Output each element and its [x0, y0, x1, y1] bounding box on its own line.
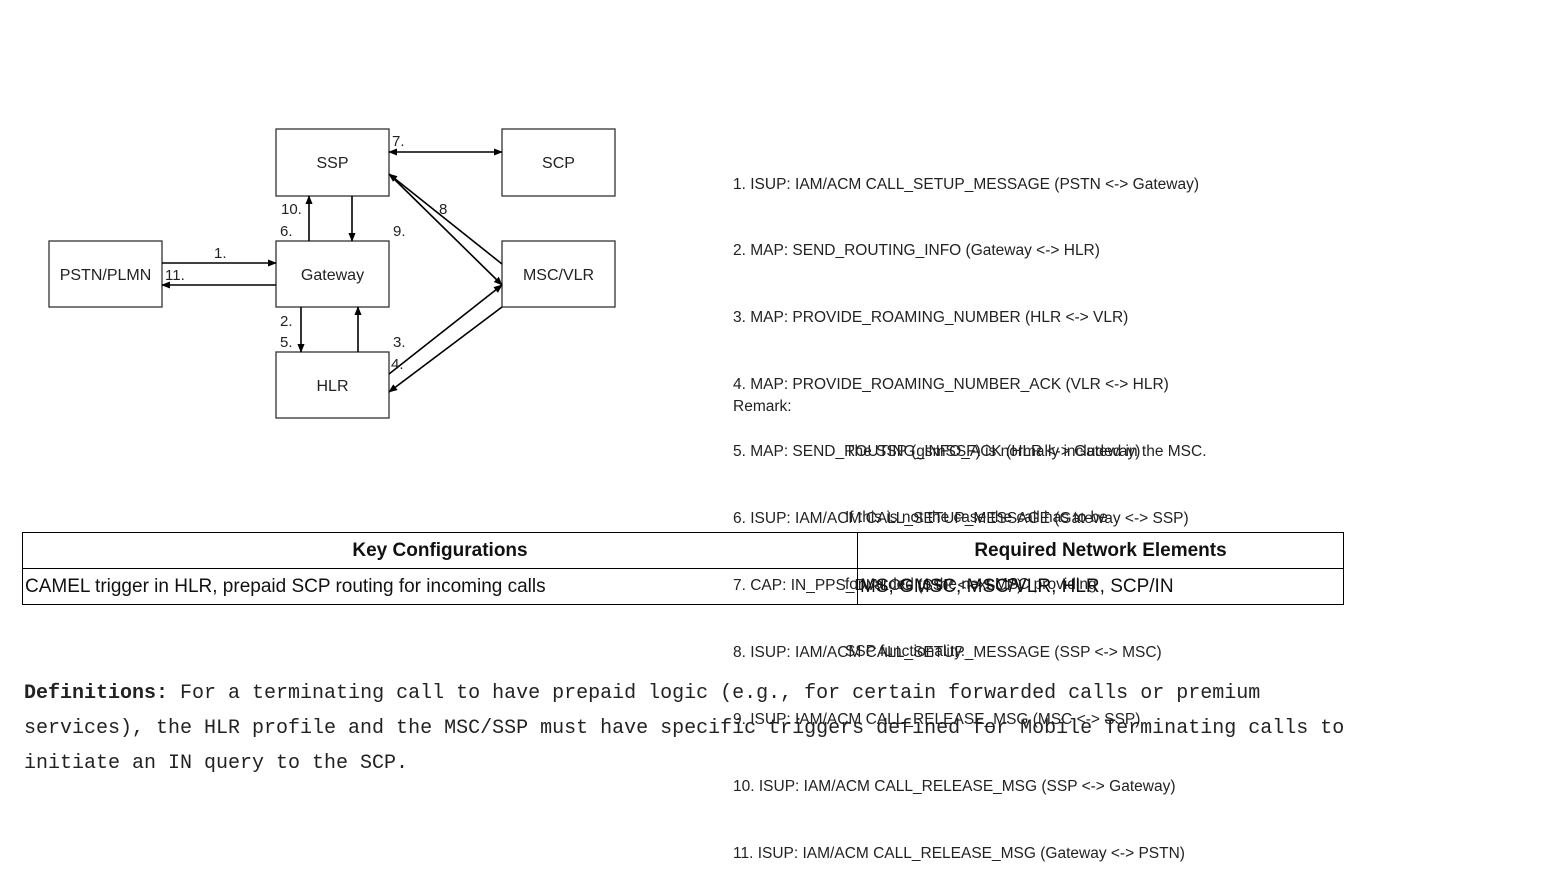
arrow-msc-to-ssp: [388, 173, 503, 265]
node-msc-vlr: MSC/VLR: [501, 240, 616, 308]
step-label-11: 11.: [165, 267, 185, 284]
definitions-paragraph: Definitions: For a terminating call to h…: [24, 676, 1384, 781]
legend-item: 11. ISUP: IAM/ACM CALL_RELEASE_MSG (Gate…: [733, 844, 1185, 862]
step-label-8: 8: [439, 201, 447, 218]
legend-item: 5. MAP: SEND_ROUTING_INFO_ACK (HLR <-> G…: [733, 443, 1141, 461]
remark-line: The SSP (gsmSSF) is normally included in…: [845, 442, 1207, 460]
remark-line: SSP functionality.: [845, 643, 966, 661]
remark-label: Remark:: [733, 398, 792, 415]
arrow-ssp-to-msc: [388, 173, 503, 286]
remark-line: If this is not the case the call has to …: [845, 509, 1108, 527]
svg-text:SSP: SSP: [316, 155, 348, 172]
node-gateway: Gateway: [275, 240, 390, 308]
step-label-10: 10.: [281, 201, 302, 218]
table-header-row: Key Configurations Required Network Elem…: [22, 532, 1344, 569]
node-hlr: HLR: [275, 351, 390, 419]
svg-text:MSC/VLR: MSC/VLR: [523, 267, 594, 284]
step-label-5: 5.: [280, 334, 293, 351]
cell-required-elements: MS, GMSC, MSC/VLR, HLR, SCP/IN: [857, 568, 1344, 605]
configuration-table: Key Configurations Required Network Elem…: [22, 532, 1344, 605]
node-pstn: PSTN/PLMN: [48, 240, 163, 308]
legend-item: 10. ISUP: IAM/ACM CALL_RELEASE_MSG (SSP …: [733, 777, 1176, 795]
step-label-1: 1.: [214, 245, 227, 262]
svg-text:SCP: SCP: [542, 155, 575, 172]
legend-item: 6. ISUP: IAM/ACM CALL_SETUP_MESSAGE (Gat…: [733, 510, 1189, 528]
node-ssp: SSP: [275, 128, 390, 197]
legend-item: 9. ISUP: IAM/ACM CALL_RELEASE_MSG (MSC <…: [733, 710, 1141, 728]
arrow-msc-to-hlr: [388, 306, 503, 393]
definitions-text: For a terminating call to have prepaid l…: [24, 682, 1345, 775]
step-label-9: 9.: [393, 223, 406, 240]
step-label-6: 6.: [280, 223, 293, 240]
definitions-label: Definitions:: [24, 682, 169, 705]
legend-item: 1. ISUP: IAM/ACM CALL_SETUP_MESSAGE (PST…: [733, 175, 1199, 193]
header-key-configurations: Key Configurations: [22, 532, 858, 569]
legend-item: 8. ISUP: IAM/ACM CALL_SETUP_MESSAGE (SSP…: [733, 643, 1162, 661]
legend-item: 4. MAP: PROVIDE_ROAMING_NUMBER_ACK (VLR …: [733, 376, 1169, 394]
step-label-3: 3.: [393, 334, 406, 351]
svg-text:PSTN/PLMN: PSTN/PLMN: [60, 267, 152, 284]
step-label-2: 2.: [280, 313, 293, 330]
legend-item: 2. MAP: SEND_ROUTING_INFO (Gateway <-> H…: [733, 242, 1100, 260]
legend-item: 3. MAP: PROVIDE_ROAMING_NUMBER (HLR <-> …: [733, 309, 1129, 327]
svg-text:HLR: HLR: [316, 378, 348, 395]
header-required-network-elements: Required Network Elements: [857, 532, 1344, 569]
call-flow-diagram: PSTN/PLMN SSP SCP Gateway MSC/VLR HLR 1.…: [48, 128, 616, 419]
node-scp: SCP: [501, 128, 616, 197]
svg-text:Gateway: Gateway: [301, 267, 364, 284]
cell-key-configuration: CAMEL trigger in HLR, prepaid SCP routin…: [22, 568, 858, 605]
step-label-7: 7.: [392, 133, 405, 150]
table-row: CAMEL trigger in HLR, prepaid SCP routin…: [22, 568, 1344, 605]
arrow-hlr-to-msc: [388, 284, 503, 375]
step-label-4: 4.: [391, 356, 404, 373]
